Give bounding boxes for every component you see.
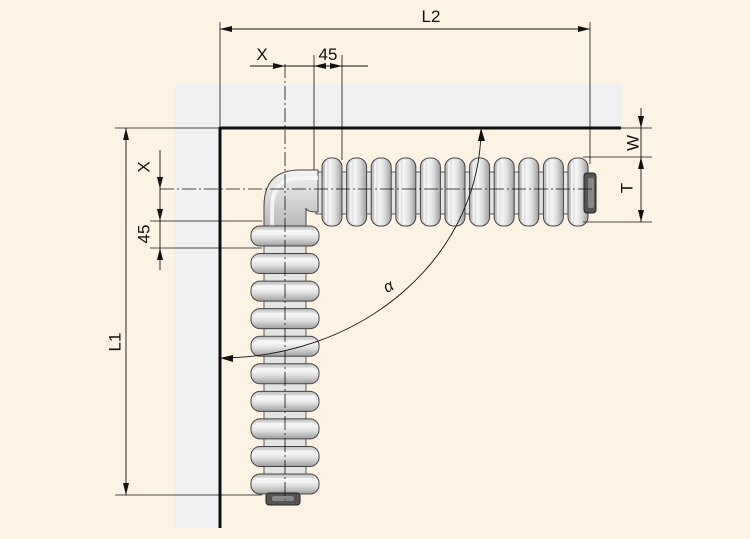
radiator-elbow [263,169,319,233]
center-lines [160,64,596,500]
dimension-l1: L1 [105,128,129,495]
wall-corner [218,126,621,528]
dimension-l2: L2 [220,7,590,32]
label-l1: L1 [105,333,124,352]
dimension-w-t-right: W T [617,108,644,222]
label-x-left: X [134,161,153,172]
valve-right [583,172,597,214]
label-45-top: 45 [319,45,338,64]
valve-bottom [265,492,301,506]
dimension-x-45-top: X 45 [250,45,368,69]
wall-shade-left [175,84,220,528]
label-l2: L2 [422,7,441,26]
wall-shading [175,84,621,528]
radiator-horizontal [315,157,589,227]
label-45-left: 45 [134,225,153,244]
label-alpha: α [381,277,398,297]
wall-shade-top [175,84,621,128]
label-x-top: X [256,45,267,64]
label-w: W [623,135,642,151]
dimension-x-45-left: X 45 [134,150,163,270]
extension-lines [115,22,652,496]
label-t: T [617,183,636,193]
